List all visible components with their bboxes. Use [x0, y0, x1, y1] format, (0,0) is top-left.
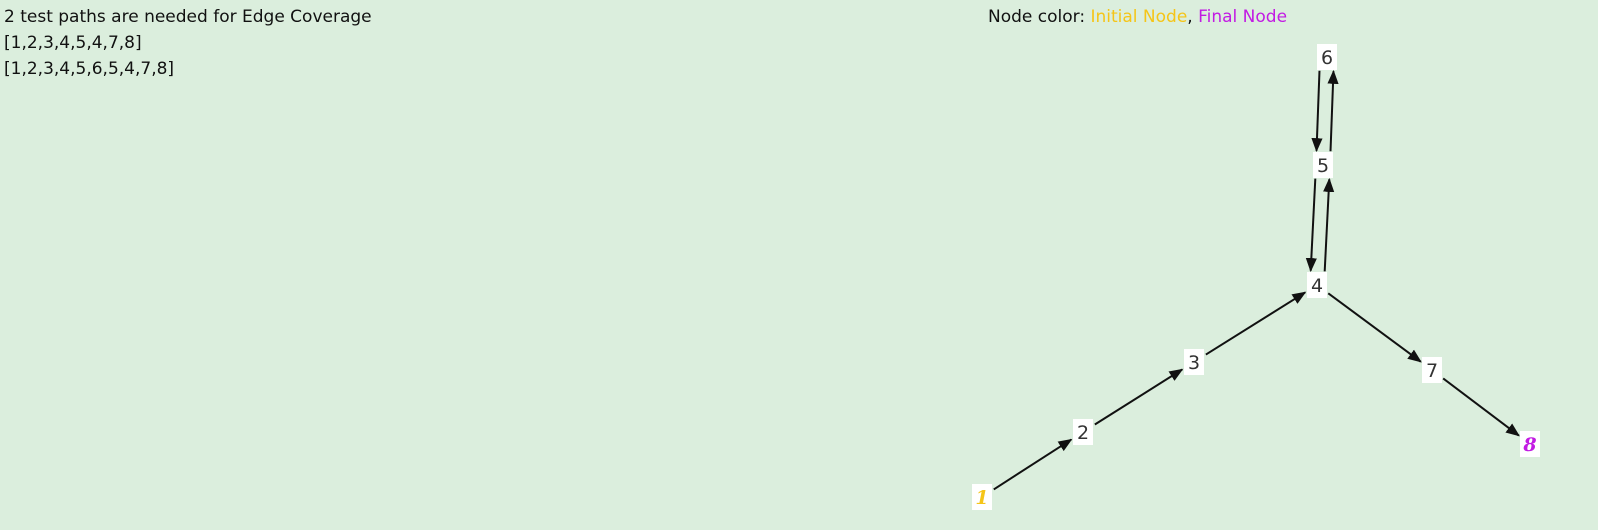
- edge-1-to-2: [993, 438, 1073, 491]
- node-label: 7: [1426, 360, 1438, 382]
- graph-nodes: 1 2 3 4 5 6 7 8: [972, 44, 1540, 510]
- edge-5-to-4: [1305, 178, 1317, 273]
- edge-3-to-4: [1205, 291, 1307, 356]
- node-2[interactable]: 2: [1073, 419, 1093, 445]
- node-6[interactable]: 6: [1317, 44, 1337, 70]
- node-label: 6: [1321, 47, 1333, 69]
- node-background: [972, 484, 992, 510]
- node-background: [1520, 431, 1540, 457]
- node-color-legend: Node color: Initial Node, Final Node: [988, 4, 1287, 30]
- legend-prefix: Node color:: [988, 7, 1091, 27]
- node-background: [1184, 349, 1204, 375]
- node-5[interactable]: 5: [1313, 152, 1333, 178]
- node-label: 8: [1522, 434, 1536, 456]
- node-4[interactable]: 4: [1307, 272, 1327, 298]
- node-label: 4: [1311, 275, 1323, 297]
- legend-separator: ,: [1187, 7, 1199, 27]
- test-path-1: [1,2,3,4,5,4,7,8]: [4, 33, 142, 53]
- edge-2-to-3: [1094, 368, 1184, 426]
- node-label: 1: [975, 487, 988, 509]
- graph-edges: [993, 69, 1520, 491]
- node-background: [1317, 44, 1337, 70]
- edge-4-to-5: [1323, 177, 1335, 272]
- node-8[interactable]: 8: [1520, 431, 1540, 457]
- edge-7-to-8: [1442, 377, 1520, 437]
- test-paths-panel: 2 test paths are needed for Edge Coverag…: [4, 4, 372, 82]
- node-label: 3: [1188, 352, 1200, 374]
- node-background: [1307, 272, 1327, 298]
- edge-6-to-5: [1311, 70, 1323, 153]
- edge-5-to-6: [1327, 69, 1339, 152]
- test-paths-heading: 2 test paths are needed for Edge Coverag…: [4, 7, 372, 27]
- node-label: 2: [1077, 422, 1089, 444]
- legend-final-node: Final Node: [1198, 7, 1288, 27]
- node-1[interactable]: 1: [972, 484, 992, 510]
- node-background: [1422, 357, 1442, 383]
- node-7[interactable]: 7: [1422, 357, 1442, 383]
- node-background: [1073, 419, 1093, 445]
- legend-initial-node: Initial Node: [1090, 7, 1188, 27]
- node-3[interactable]: 3: [1184, 349, 1204, 375]
- node-label: 5: [1317, 155, 1329, 177]
- edge-4-to-7: [1327, 292, 1422, 363]
- test-path-2: [1,2,3,4,5,6,5,4,7,8]: [4, 59, 175, 79]
- node-background: [1313, 152, 1333, 178]
